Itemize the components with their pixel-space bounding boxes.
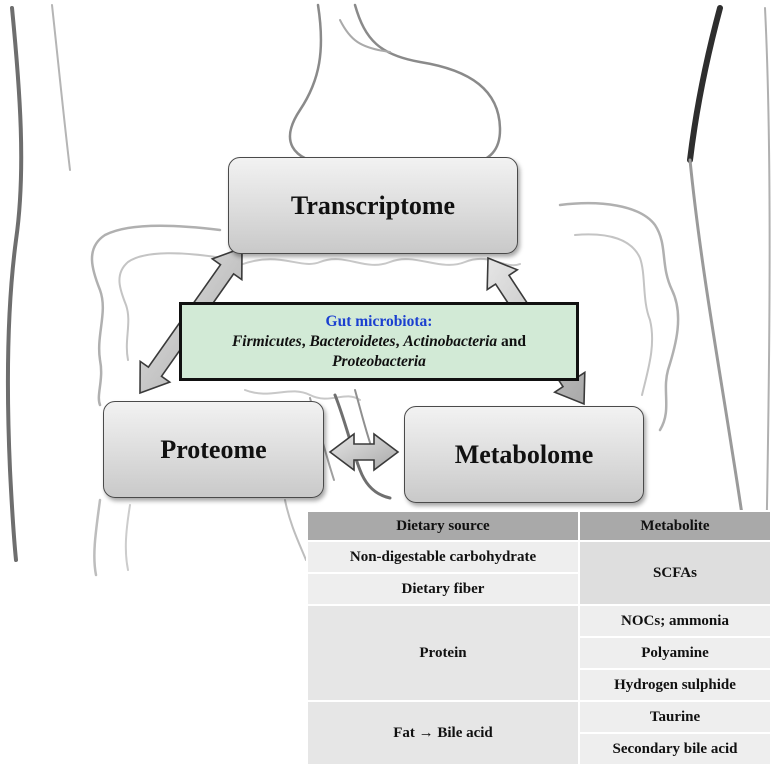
metabolite-cell: Taurine: [578, 700, 772, 734]
source-cell: Non-digestable carbohydrate: [306, 540, 580, 574]
taxon-actinobacteria: Actinobacteria: [403, 333, 498, 350]
taxon-proteobacteria: Proteobacteria: [332, 353, 426, 370]
gut-microbiota-taxa-line: Proteobacteria: [182, 352, 576, 372]
gut-microbiota-box: Gut microbiota: Firmicutes, Bacteroidete…: [179, 302, 579, 381]
header-metabolite: Metabolite: [578, 510, 772, 542]
metabolite-cell: NOCs; ammonia: [578, 604, 772, 638]
metabolite-cell: Hydrogen sulphide: [578, 668, 772, 702]
source-cell: Protein: [306, 604, 580, 702]
table-row: Dietary fiber: [306, 572, 771, 606]
gut-microbiota-taxa-line: Firmicutes, Bacteroidetes, Actinobacteri…: [182, 332, 576, 352]
metabolome-node: Metabolome: [404, 406, 644, 503]
gut-microbiota-title: Gut microbiota:: [325, 313, 433, 330]
taxa-separator: ,: [301, 333, 310, 350]
proteome-label: Proteome: [160, 434, 267, 464]
taxon-firmicutes: Firmicutes: [231, 333, 302, 350]
taxon-bacteroidetes: Bacteroidetes: [309, 333, 396, 350]
table-row: Polyamine: [307, 636, 772, 670]
table-row: Non-digestable carbohydrate SCFAs: [306, 540, 772, 606]
metabolome-label: Metabolome: [454, 439, 594, 469]
source-cell: Fat → Bile acid: [306, 700, 580, 766]
metabolite-cell: Polyamine: [578, 636, 772, 670]
table-row: Fat → Bile acid Taurine: [306, 700, 772, 766]
table-header-row: Dietary source Metabolite: [306, 510, 772, 542]
proteome-node: Proteome: [103, 401, 324, 498]
taxa-conjunction: and: [497, 333, 527, 350]
transcriptome-node: Transcriptome: [228, 157, 518, 254]
table-row: Secondary bile acid: [307, 732, 772, 766]
source-cell: Dietary fiber: [306, 572, 580, 606]
metabolite-cell: SCFAs: [578, 540, 772, 606]
taxa-separator: ,: [395, 333, 404, 350]
transcriptome-label: Transcriptome: [290, 190, 456, 220]
diet-metabolite-table: Dietary source Metabolite Non-digestable…: [306, 510, 772, 766]
table-row: Protein NOCs; ammonia: [306, 604, 772, 702]
table-row: Hydrogen sulphide: [307, 668, 772, 702]
header-dietary-source: Dietary source: [306, 510, 580, 542]
metabolite-cell: Secondary bile acid: [578, 732, 772, 766]
proteome-metabolome-arrow: [328, 432, 400, 472]
